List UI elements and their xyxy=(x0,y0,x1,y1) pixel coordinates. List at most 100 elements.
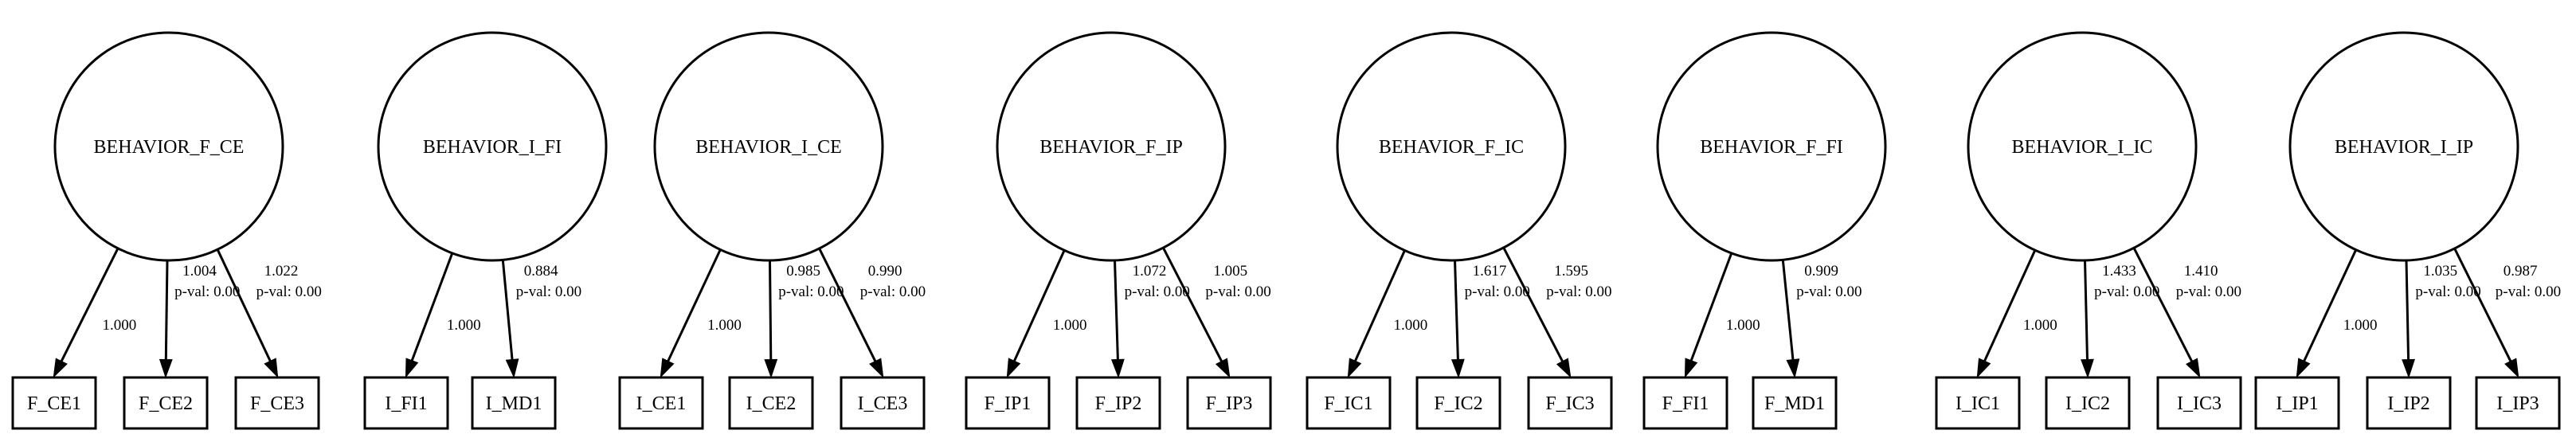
indicator-label: I_IC2 xyxy=(2065,393,2110,414)
p-value-label: p-val: 0.00 xyxy=(1546,284,1611,300)
loading-value: 1.000 xyxy=(447,317,481,334)
loading-edge xyxy=(1454,260,1459,361)
indicator-label: F_IC2 xyxy=(1434,393,1482,414)
p-value-label: p-val: 0.00 xyxy=(174,284,240,300)
p-value-label: p-val: 0.00 xyxy=(2415,284,2480,300)
p-value-label: p-val: 0.00 xyxy=(2094,284,2159,300)
loading-edge xyxy=(164,260,169,361)
arrow-head-icon xyxy=(1976,358,1991,378)
loading-value: 1.410 xyxy=(2184,263,2218,280)
loading-value: 1.000 xyxy=(1394,317,1428,334)
indicator-box xyxy=(840,376,926,430)
loading-edge xyxy=(501,260,514,361)
indicator-box xyxy=(1752,376,1838,430)
loading-value: 1.000 xyxy=(1726,317,1760,334)
loading-value: 1.022 xyxy=(264,263,299,280)
arrow-head-icon xyxy=(405,358,419,378)
indicator-label: I_CE1 xyxy=(636,393,687,414)
indicator-box xyxy=(471,376,557,430)
p-value-label: p-val: 0.00 xyxy=(1205,284,1270,300)
arrow-head-icon xyxy=(2081,358,2094,379)
indicator-label: F_IC1 xyxy=(1324,393,1372,414)
arrow-head-icon xyxy=(159,358,173,379)
arrow-head-icon xyxy=(505,358,519,379)
arrow-head-icon xyxy=(1006,358,1021,378)
arrow-head-icon xyxy=(2402,358,2415,379)
indicator-label: I_IP2 xyxy=(2387,393,2429,414)
loading-edge xyxy=(667,248,722,362)
arrow-head-icon xyxy=(1684,358,1698,378)
arrow-head-icon xyxy=(53,358,68,378)
loading-value: 1.617 xyxy=(1473,263,1507,280)
indicator-box xyxy=(1186,376,1272,430)
latent-factor-label: BEHAVIOR_F_IC xyxy=(1379,137,1524,158)
loading-value: 0.909 xyxy=(1804,263,1838,280)
arrow-head-icon xyxy=(2185,358,2201,378)
indicator-box xyxy=(2475,376,2561,430)
latent-factor-label: BEHAVIOR_I_CE xyxy=(695,137,842,158)
loading-value: 0.987 xyxy=(2504,263,2538,280)
indicator-box xyxy=(618,376,704,430)
latent-factor-label: BEHAVIOR_F_IP xyxy=(1039,137,1183,158)
loading-edge xyxy=(2405,260,2410,361)
loading-value: 1.595 xyxy=(1554,263,1588,280)
latent-factor-label: BEHAVIOR_F_CE xyxy=(94,137,245,158)
loading-edge xyxy=(60,248,119,362)
loading-value: 1.035 xyxy=(2423,263,2457,280)
indicator-box xyxy=(2156,376,2242,430)
indicator-label: F_IP2 xyxy=(1095,393,1142,414)
loading-edge xyxy=(1983,249,2037,362)
arrow-head-icon xyxy=(660,358,675,378)
latent-factor-label: BEHAVIOR_I_IP xyxy=(2335,137,2473,158)
loading-edge xyxy=(2132,247,2194,362)
indicator-box xyxy=(1642,376,1728,430)
arrow-head-icon xyxy=(764,358,778,379)
indicator-label: I_CE2 xyxy=(746,393,797,414)
latent-factor-circle xyxy=(1967,31,2198,262)
indicator-box xyxy=(11,376,97,430)
p-value-label: p-val: 0.00 xyxy=(256,284,322,300)
p-value-label: p-val: 0.00 xyxy=(2496,284,2561,300)
arrow-head-icon xyxy=(2504,358,2519,378)
p-value-label: p-val: 0.00 xyxy=(1465,284,1530,300)
loading-edge xyxy=(410,252,454,362)
arrow-head-icon xyxy=(2296,358,2311,378)
arrow-head-icon xyxy=(869,358,884,378)
loading-value: 0.985 xyxy=(786,263,820,280)
indicator-label: I_CE3 xyxy=(858,393,908,414)
indicator-label: F_FI1 xyxy=(1662,393,1709,414)
latent-factor-circle xyxy=(53,31,284,262)
p-value-label: p-val: 0.00 xyxy=(860,284,926,300)
loading-edge xyxy=(769,260,773,361)
loading-edge xyxy=(1162,247,1223,362)
indicator-box xyxy=(728,376,814,430)
indicator-box xyxy=(123,376,209,430)
latent-factor-label: BEHAVIOR_F_FI xyxy=(1700,137,1843,158)
p-value-label: p-val: 0.00 xyxy=(2176,284,2241,300)
indicator-box xyxy=(363,376,449,430)
loading-edge xyxy=(216,248,272,362)
p-value-label: p-val: 0.00 xyxy=(1796,284,1862,300)
indicator-box xyxy=(234,376,320,430)
indicator-box xyxy=(2366,376,2452,430)
loading-value: 1.433 xyxy=(2102,263,2136,280)
p-value-label: p-val: 0.00 xyxy=(516,284,581,300)
indicator-label: F_IP3 xyxy=(1206,393,1253,414)
loading-edge xyxy=(2303,249,2358,362)
latent-factor-circle xyxy=(2288,31,2519,262)
indicator-label: I_IP3 xyxy=(2496,393,2539,414)
loading-edge xyxy=(1781,260,1795,361)
latent-factor-label: BEHAVIOR_I_FI xyxy=(423,137,562,158)
arrow-head-icon xyxy=(1110,358,1125,379)
loading-edge xyxy=(1012,249,1066,362)
indicator-label: F_CE2 xyxy=(139,393,193,414)
latent-factor-circle xyxy=(996,31,1227,262)
indicator-label: F_CE3 xyxy=(250,393,304,414)
